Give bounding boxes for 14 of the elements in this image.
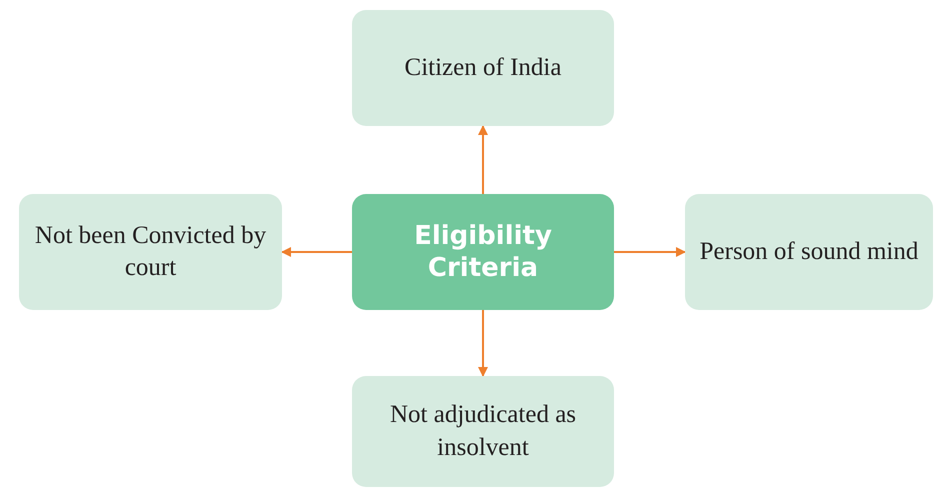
arrow (478, 310, 488, 377)
box-text: Person of sound mind (700, 236, 918, 267)
central-box (352, 194, 614, 310)
criterion-box (352, 376, 614, 487)
box-text: Eligibility Criteria (413, 220, 553, 284)
box-text: Not been Convicted by court (34, 220, 268, 283)
criterion-box (19, 194, 282, 310)
criterion-box (685, 194, 933, 310)
criterion-box (352, 10, 614, 126)
arrow (478, 125, 488, 194)
box-text: Not adjudicated as insolvent (388, 400, 578, 462)
box-text: Citizen of India (404, 52, 562, 83)
arrow (281, 247, 352, 257)
arrow (614, 247, 686, 257)
